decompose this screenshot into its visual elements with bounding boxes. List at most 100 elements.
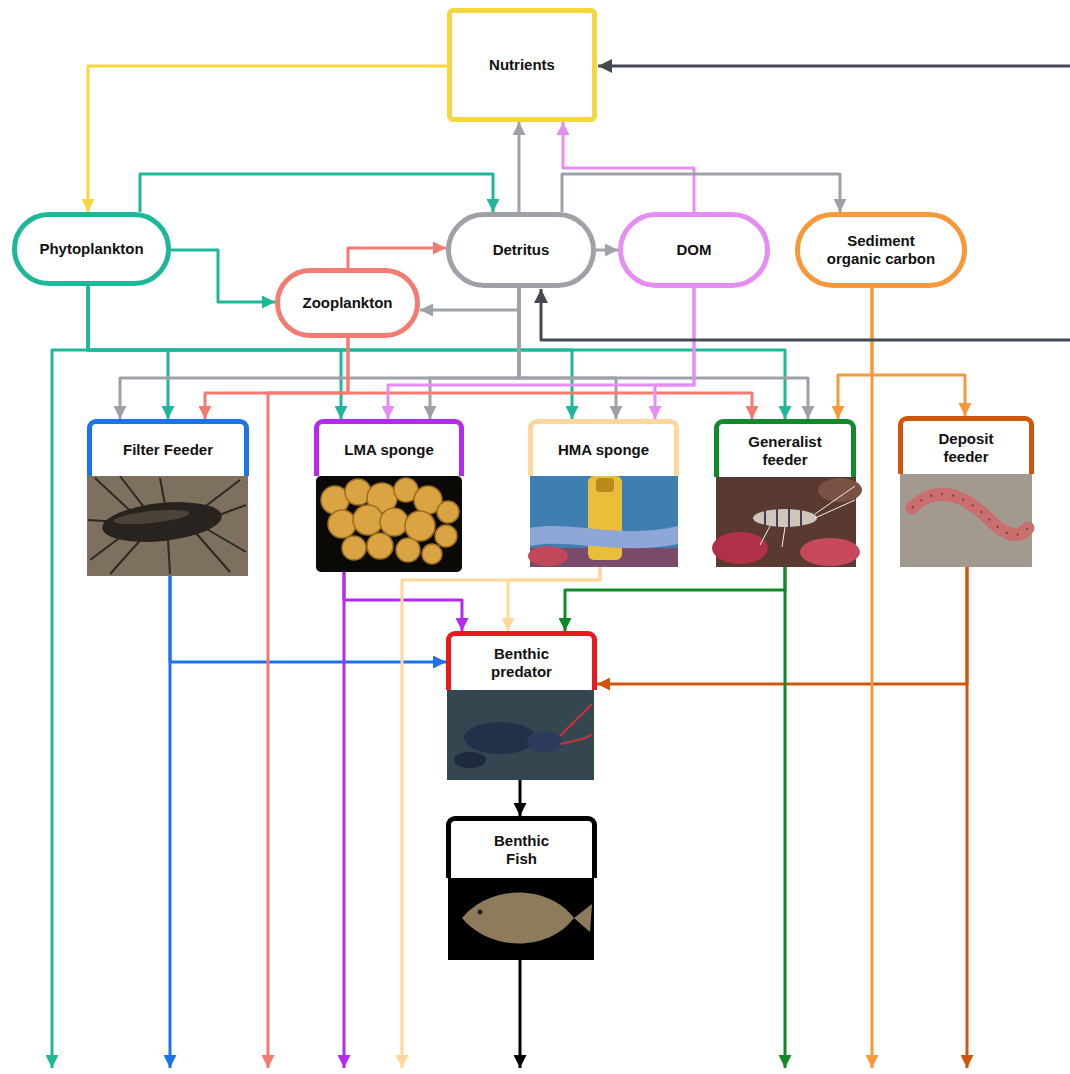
lma-sponge-photo	[328, 510, 356, 538]
worm-photo	[900, 470, 1032, 567]
mussel-photo	[87, 476, 248, 576]
flow-arrow	[562, 174, 840, 212]
shrimp-photo	[712, 532, 768, 564]
shrimp-photo	[800, 510, 802, 526]
export-arrow	[52, 350, 88, 1068]
species-card: Benthic predator	[446, 631, 597, 690]
export-arrow	[871, 375, 874, 1068]
dom-pill: DOM	[618, 212, 770, 288]
species-card: Deposit feeder	[898, 416, 1034, 474]
flatfish-photo	[478, 910, 483, 915]
node-label: LMA sponge	[344, 441, 433, 459]
node-label: Zooplankton	[303, 294, 393, 312]
species-card: Benthic Fish	[446, 816, 597, 878]
lma-sponge-photo	[396, 538, 420, 562]
lma-sponge-photo	[435, 525, 457, 547]
shrimp-photo	[764, 510, 766, 526]
flow-arrow	[348, 338, 752, 419]
flow-arrow	[171, 250, 275, 302]
node-label: HMA sponge	[558, 441, 649, 459]
shrimp-photo	[712, 476, 862, 567]
flow-arrow	[205, 338, 348, 419]
flow-arrow	[430, 288, 519, 419]
node-label: Nutrients	[489, 56, 555, 74]
hma-sponge-photo	[530, 526, 678, 548]
flow-arrow	[655, 288, 694, 419]
mussel-photo	[113, 507, 190, 527]
export-arrow	[268, 393, 348, 1068]
flatfish-photo	[462, 893, 574, 944]
shrimp-photo	[818, 478, 862, 502]
lma-sponge-photo	[316, 476, 462, 572]
flatfish-photo	[448, 878, 594, 960]
node-label: Phytoplankton	[39, 240, 143, 258]
hma-sponge-photo	[596, 478, 614, 492]
nutrient-pool-box: Nutrients	[447, 8, 597, 122]
mussel-photo	[88, 476, 246, 574]
species-card: LMA sponge	[314, 419, 464, 476]
export-arrow	[402, 567, 600, 1068]
flow-arrow	[838, 288, 872, 419]
shrimp-photo	[760, 486, 855, 547]
node-label: Detritus	[493, 241, 550, 259]
detritus-pill: Detritus	[446, 212, 596, 288]
flow-arrow	[563, 122, 694, 212]
flow-arrow	[88, 286, 785, 419]
lobster-photo	[560, 734, 592, 744]
node-label: Deposit feeder	[916, 430, 1016, 466]
lobster-photo	[447, 690, 594, 780]
flow-arrow	[120, 288, 519, 419]
connector-group	[88, 66, 967, 816]
worm-photo	[912, 494, 1028, 535]
flow-arrow	[519, 288, 616, 419]
hma-sponge-photo	[528, 546, 568, 566]
lma-sponge-photo	[353, 505, 383, 535]
mussel-photo	[205, 528, 246, 552]
plankton-pill: Zooplankton	[275, 268, 420, 338]
mussel-photo	[168, 540, 170, 574]
species-card: HMA sponge	[528, 419, 679, 476]
lma-sponge-photo	[342, 536, 366, 560]
flow-arrow	[518, 122, 521, 212]
hma-sponge-photo	[528, 476, 678, 567]
export-arrow	[343, 572, 346, 1068]
node-label: Generalist feeder	[735, 433, 835, 469]
flow-arrow	[348, 248, 446, 268]
shrimp-photo	[815, 500, 855, 518]
worm-photo	[900, 470, 1032, 567]
shrimp-photo	[765, 509, 801, 527]
lobster-photo	[464, 722, 536, 754]
export-arrow	[784, 567, 787, 1068]
node-label: Filter Feeder	[123, 441, 213, 459]
flow-arrow	[420, 288, 519, 310]
flow-arrow	[519, 288, 808, 419]
shrimp-photo	[800, 538, 860, 566]
node-label: DOM	[677, 241, 712, 259]
mussel-photo	[160, 478, 165, 505]
shrimp-photo	[782, 527, 785, 547]
lobster-photo	[527, 731, 563, 753]
flow-arrow	[140, 174, 493, 212]
sediment-pill: Sediment organic carbon	[795, 212, 967, 288]
plankton-pill: Phytoplankton	[12, 212, 171, 286]
flow-arrow	[872, 288, 965, 416]
node-label: Benthic predator	[472, 645, 572, 681]
mussel-photo	[195, 532, 230, 572]
flatfish-photo	[448, 878, 594, 960]
species-card: Generalist feeder	[714, 419, 856, 477]
shrimp-photo	[776, 509, 778, 527]
import-arrow	[598, 65, 1070, 68]
export-arrow	[169, 575, 172, 1068]
export-arrow	[519, 960, 522, 1068]
lma-sponge-photo	[367, 533, 393, 559]
lma-sponge-photo	[316, 476, 462, 572]
flow-arrow	[596, 249, 618, 252]
lobster-photo	[560, 704, 592, 744]
shrimp-photo	[753, 509, 817, 527]
lma-sponge-photo	[380, 508, 408, 536]
node-label: Benthic Fish	[482, 832, 562, 868]
flow-arrow	[88, 66, 447, 212]
flow-arrow	[88, 286, 168, 419]
